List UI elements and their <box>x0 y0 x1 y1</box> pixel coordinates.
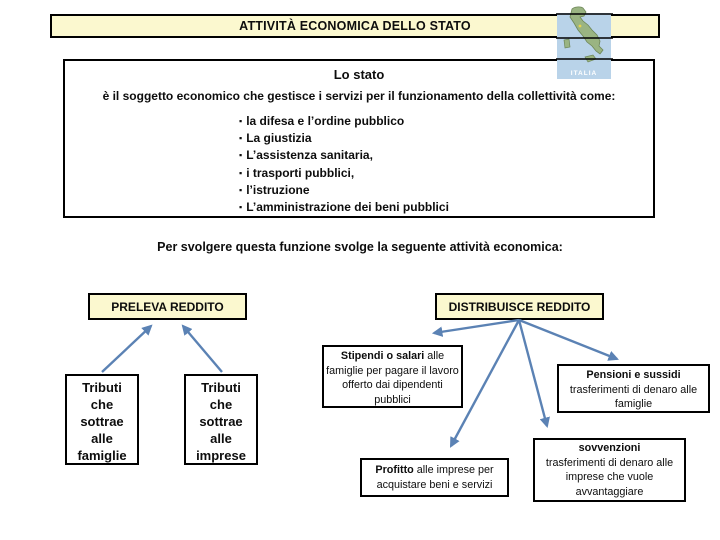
slide-title: ATTIVITÀ ECONOMICA DELLO STATO <box>239 19 471 33</box>
sovvenzioni-bold-text: sovvenzioni <box>578 442 641 454</box>
arrow-famiglie-to-preleva <box>101 324 153 373</box>
bullet-item: La giustizia <box>239 130 653 147</box>
map-sardinia-shape <box>563 38 571 49</box>
pensioni-box: Pensioni e sussidi trasferimenti di dena… <box>557 364 710 413</box>
arrow-imprese-to-preleva <box>181 324 223 373</box>
stipendi-box: Stipendi o salari alle famiglie per paga… <box>322 345 463 408</box>
preleva-reddito-box: PRELEVA REDDITO <box>88 293 247 320</box>
stipendi-bold-text: Stipendi o salari <box>340 350 425 362</box>
pensioni-bold-text: Pensioni e sussidi <box>586 369 681 381</box>
map-rome-dot <box>578 24 582 28</box>
stipendi-rest-text: alle famiglie per pagare il lavoro offer… <box>326 350 459 406</box>
pensioni-rest-text: trasferimenti di denaro alle famiglie <box>569 383 698 411</box>
bullet-item: L’assistenza sanitaria, <box>239 147 653 164</box>
arrow-distribuisce-to-pensioni <box>518 318 619 361</box>
transition-text: Per svolgere questa funzione svolge la s… <box>157 240 563 254</box>
intro-box: Lo stato è il soggetto economico che ges… <box>63 59 655 218</box>
bullet-item: L’amministrazione dei beni pubblici <box>239 199 653 216</box>
bullet-item: i trasporti pubblici, <box>239 165 653 182</box>
tributi-famiglie-box: Tributi che sottrae alle famiglie <box>65 374 139 465</box>
preleva-reddito-label: PRELEVA REDDITO <box>111 299 224 314</box>
bullet-item: l’istruzione <box>239 182 653 199</box>
arrow-distribuisce-to-sovvenzioni <box>517 319 550 429</box>
distribuisce-reddito-box: DISTRIBUISCE REDDITO <box>435 293 604 320</box>
profitto-rest-text: alle imprese per acquistare beni e servi… <box>376 464 494 491</box>
tributi-imprese-box: Tributi che sottrae alle imprese <box>184 374 258 465</box>
intro-bullet-list: la difesa e l’ordine pubblico La giustiz… <box>239 113 653 216</box>
bullet-item: la difesa e l’ordine pubblico <box>239 113 653 130</box>
profitto-bold-text: Profitto <box>375 464 414 476</box>
sovvenzioni-rest-text: trasferimenti di denaro alle imprese che… <box>545 456 674 498</box>
arrow-distribuisce-to-stipendi <box>431 318 520 337</box>
italy-map-label: ITALIA <box>571 70 597 77</box>
intro-heading: Lo stato <box>333 67 385 82</box>
profitto-box: Profitto alle imprese per acquistare ben… <box>360 458 509 497</box>
map-italy-shape <box>569 6 604 55</box>
italy-map-icon: ITALIA <box>556 6 613 79</box>
sovvenzioni-box: sovvenzioni trasferimenti di denaro alle … <box>533 438 686 502</box>
intro-lead: è il soggetto economico che gestisce i s… <box>102 89 616 103</box>
distribuisce-reddito-label: DISTRIBUISCE REDDITO <box>448 299 591 314</box>
